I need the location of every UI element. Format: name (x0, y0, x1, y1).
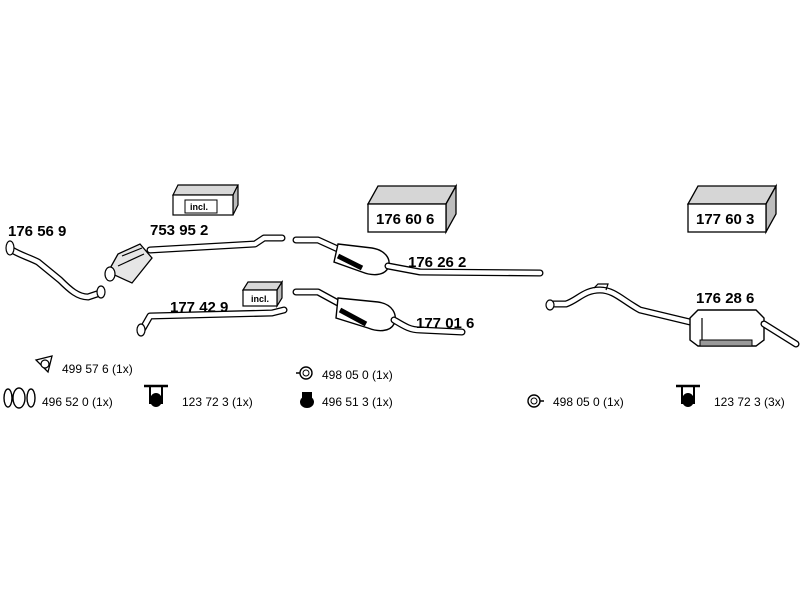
kit-mid-incl-label: incl. (251, 294, 269, 304)
front-pipe (5, 240, 106, 301)
kit-center-number: 176 60 6 (376, 211, 434, 228)
fitting-gasket-label: 499 57 6 (1x) (62, 362, 133, 376)
catalyst (104, 234, 286, 284)
ring-center-icon (296, 366, 313, 380)
kit-box-small-top: incl. (172, 184, 239, 216)
fitting-clamp-center-label: 496 51 3 (1x) (322, 395, 393, 409)
part-number-mid-pipe: 177 42 9 (170, 299, 228, 316)
fitting-ring-rear-label: 498 05 0 (1x) (553, 395, 624, 409)
kit-rear-number: 177 60 3 (696, 211, 754, 228)
fitting-ring-center-label: 498 05 0 (1x) (322, 368, 393, 382)
clamp-center-icon (300, 392, 314, 408)
mid-pipe (136, 306, 288, 337)
gasket-icon (34, 355, 53, 374)
kit-box-rear: 177 60 3 (686, 183, 778, 235)
part-number-center-silencer-a: 176 26 2 (408, 254, 466, 271)
fitting-rubber-mount-rear-label: 123 72 3 (3x) (714, 395, 785, 409)
part-number-catalyst: 753 95 2 (150, 222, 208, 239)
ring-rear-icon (527, 394, 544, 408)
kit-box-center: 176 60 6 (366, 183, 458, 235)
part-number-center-silencer-b: 177 01 6 (416, 315, 474, 332)
center-silencer-b (292, 288, 466, 336)
part-number-front-pipe: 176 56 9 (8, 223, 66, 240)
rear-silencer (545, 283, 800, 348)
rubber-mount-left-icon (144, 384, 168, 407)
clamp-ring-icon (3, 387, 36, 409)
fitting-rubber-mount-left-label: 123 72 3 (1x) (182, 395, 253, 409)
kit-box-small-mid: incl. (241, 279, 284, 309)
fitting-clamp-ring-label: 496 52 0 (1x) (42, 395, 113, 409)
kit-top-incl-label: incl. (190, 202, 208, 212)
rubber-mount-rear-icon (676, 384, 700, 407)
center-silencer-a (292, 236, 544, 277)
part-number-rear-silencer: 176 28 6 (696, 290, 754, 307)
